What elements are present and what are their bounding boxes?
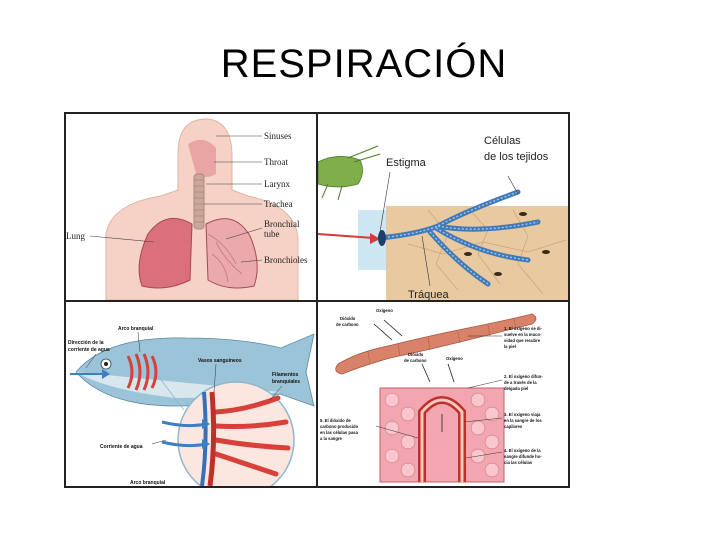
step-2-text: 2. El oxígeno difun- de a través de la d…	[504, 374, 543, 391]
label-throat: Throat	[264, 157, 288, 167]
svg-text:cia las células: cia las células	[504, 460, 533, 465]
label-arco-branquial-top: Arco branquial	[118, 326, 154, 332]
label-estigma: Estigma	[386, 157, 427, 169]
label-direccion-1: Dirección de la	[68, 340, 104, 346]
svg-text:delgada piel: delgada piel	[504, 386, 528, 391]
svg-text:4. El oxígeno de la: 4. El oxígeno de la	[504, 448, 541, 453]
label-dioxido-top-2: de carbono	[336, 322, 359, 327]
svg-text:1. El oxígeno se di-: 1. El oxígeno se di-	[504, 326, 543, 331]
label-trachea: Trachea	[264, 199, 293, 209]
step-5-text: 5. El dióxido de carbono producido en la…	[320, 418, 359, 441]
svg-text:capilares: capilares	[504, 424, 523, 429]
insect-trachea-panel: Estigma Células de los tejidos Tráquea	[318, 114, 568, 300]
svg-text:la piel: la piel	[504, 344, 516, 349]
label-dioxido-mid-2: de carbono	[404, 358, 427, 363]
svg-text:suelve en la muco-: suelve en la muco-	[504, 332, 542, 337]
label-dioxido-mid-1: Dióxido	[408, 352, 424, 357]
fish-gills-panel: Arco branquial Dirección de la corriente…	[66, 302, 316, 486]
label-bronchial: Bronchial	[264, 219, 300, 229]
svg-text:en la sangre de los: en la sangre de los	[504, 418, 542, 423]
worm-respiration-panel: Oxígeno Dióxido de carbono Dióxido de ca…	[318, 302, 568, 486]
label-direccion-2: corriente de agua	[68, 347, 110, 353]
label-larynx: Larynx	[264, 179, 290, 189]
label-celulas-1: Células	[484, 135, 521, 147]
svg-text:sangre difunde ho-: sangre difunde ho-	[504, 454, 542, 459]
label-filamentos-1: Filamentos	[272, 372, 299, 378]
label-oxigeno-mid: Oxígeno	[446, 356, 463, 361]
human-respiratory-diagram: Sinuses Throat Larynx Trachea Bronchial …	[66, 118, 308, 300]
label-tube: tube	[264, 229, 280, 239]
svg-text:a la sangre: a la sangre	[320, 436, 343, 441]
label-lung: Lung	[66, 231, 85, 241]
svg-text:3. El oxígeno viaja: 3. El oxígeno viaja	[504, 412, 541, 417]
svg-text:5. El dióxido de: 5. El dióxido de	[320, 418, 351, 423]
label-filamentos-2: branquiales	[272, 379, 300, 385]
image-collage: Sinuses Throat Larynx Trachea Bronchial …	[64, 112, 570, 488]
label-sinuses: Sinuses	[264, 131, 292, 141]
insect-trachea-diagram: Estigma Células de los tejidos Tráquea	[318, 114, 568, 300]
svg-text:en las células pasa: en las células pasa	[320, 430, 359, 435]
slide-title: RESPIRACIÓN	[220, 42, 508, 86]
svg-text:de a través de la: de a través de la	[504, 380, 537, 385]
label-corriente: Corriente de agua	[100, 444, 143, 450]
step-1-text: 1. El oxígeno se di- suelve en la muco- …	[504, 326, 543, 349]
human-respiratory-panel: Sinuses Throat Larynx Trachea Bronchial …	[66, 114, 316, 300]
label-bronchioles: Bronchioles	[264, 255, 308, 265]
label-traquea: Tráquea	[408, 289, 449, 300]
label-dioxido-top-1: Dióxido	[340, 316, 356, 321]
step-3-text: 3. El oxígeno viaja en la sangre de los …	[504, 412, 542, 429]
svg-text:carbono producido: carbono producido	[320, 424, 359, 429]
label-oxigeno-top: Oxígeno	[376, 308, 393, 313]
label-arco-branquial-bottom: Arco branquial	[130, 480, 166, 486]
svg-text:sidad que recubre: sidad que recubre	[504, 338, 541, 343]
label-vasos: Vasos sanguíneos	[198, 358, 242, 364]
svg-text:2. El oxígeno difun-: 2. El oxígeno difun-	[504, 374, 543, 379]
label-celulas-2: de los tejidos	[484, 151, 549, 163]
step-4-text: 4. El oxígeno de la sangre difunde ho- c…	[504, 448, 542, 465]
worm-respiration-diagram: Oxígeno Dióxido de carbono Dióxido de ca…	[320, 308, 543, 483]
fish-gills-diagram: Arco branquial Dirección de la corriente…	[68, 326, 315, 486]
